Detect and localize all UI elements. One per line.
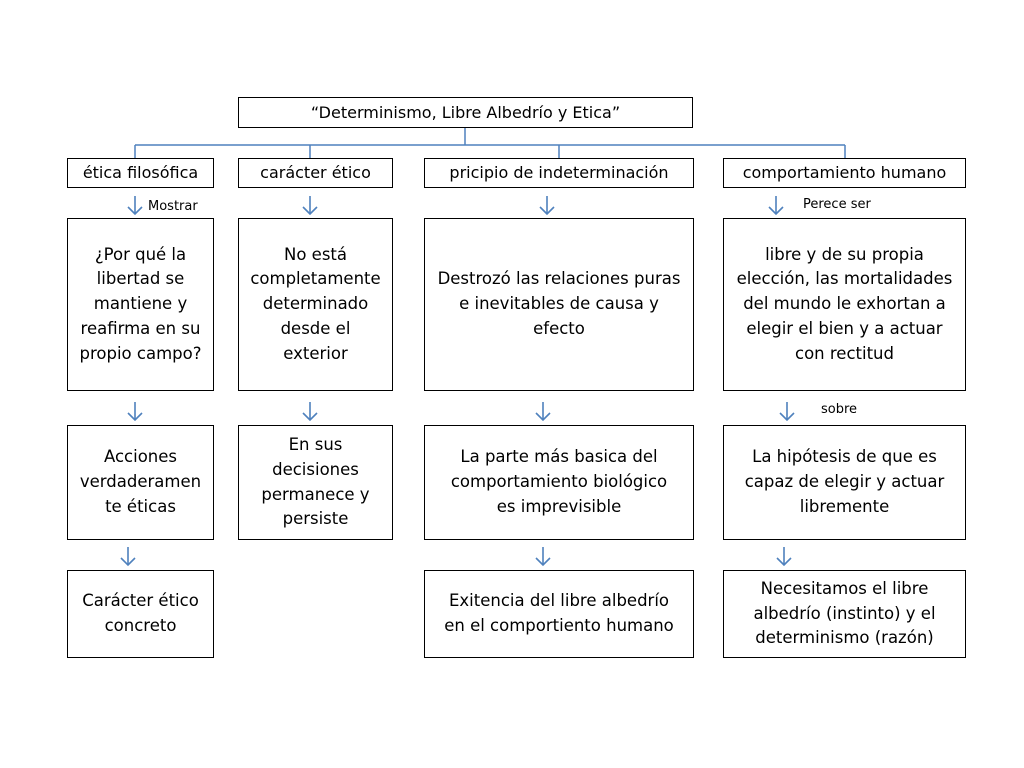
down-arrow-icon bbox=[535, 402, 551, 422]
box-acciones-eticas: Acciones verdaderamen te éticas bbox=[67, 425, 214, 540]
box-text: Acciones verdaderamen te éticas bbox=[79, 447, 202, 516]
down-arrow-icon bbox=[127, 196, 143, 216]
down-arrow-icon bbox=[302, 196, 318, 216]
box-hipotesis-elegir: La hipótesis de que es capaz de elegir y… bbox=[723, 425, 966, 540]
box-libre-eleccion: libre y de su propia elección, las morta… bbox=[723, 218, 966, 391]
header-caracter-etico: carácter ético bbox=[238, 158, 393, 188]
header-principio-indeterminacion: pricipio de indeterminación bbox=[424, 158, 694, 188]
box-text: Exitencia del libre albedrío en el compo… bbox=[444, 591, 674, 635]
box-text: La hipótesis de que es capaz de elegir y… bbox=[744, 447, 945, 516]
box-caracter-concreto: Carácter ético concreto bbox=[67, 570, 214, 658]
arrow-label-perece-ser: Perece ser bbox=[803, 197, 871, 212]
down-arrow-icon bbox=[127, 402, 143, 422]
box-destrozo-relaciones: Destrozó las relaciones puras e inevitab… bbox=[424, 218, 694, 391]
box-text: La parte más basica del comportamiento b… bbox=[450, 447, 668, 516]
box-text: Destrozó las relaciones puras e inevitab… bbox=[437, 269, 681, 338]
header-etica-filosofica: ética filosófica bbox=[67, 158, 214, 188]
box-text: Carácter ético concreto bbox=[82, 591, 199, 635]
arrow-label-mostrar: Mostrar bbox=[148, 199, 198, 214]
down-arrow-icon bbox=[776, 547, 792, 567]
header-text: comportamiento humano bbox=[742, 163, 947, 183]
box-text: En sus decisiones permanece y persiste bbox=[261, 435, 370, 529]
down-arrow-icon bbox=[768, 196, 784, 216]
box-existencia-libre-albedrio: Exitencia del libre albedrío en el compo… bbox=[424, 570, 694, 658]
box-necesitamos-libre-albedrio: Necesitamos el libre albedrío (instinto)… bbox=[723, 570, 966, 658]
down-arrow-icon bbox=[302, 402, 318, 422]
box-no-determinado: No está completamente determinado desde … bbox=[238, 218, 393, 391]
arrow-label-sobre: sobre bbox=[821, 402, 858, 417]
box-text: No está completamente determinado desde … bbox=[250, 244, 381, 363]
down-arrow-icon bbox=[539, 196, 555, 216]
box-libertad-pregunta: ¿Por qué la libertad se mantiene y reafi… bbox=[67, 218, 214, 391]
header-text: carácter ético bbox=[260, 163, 371, 183]
header-comportamiento-humano: comportamiento humano bbox=[723, 158, 966, 188]
down-arrow-icon bbox=[535, 547, 551, 567]
header-text: pricipio de indeterminación bbox=[449, 163, 669, 183]
box-text: ¿Por qué la libertad se mantiene y reafi… bbox=[79, 244, 202, 363]
down-arrow-icon bbox=[120, 547, 136, 567]
down-arrow-icon bbox=[779, 402, 795, 422]
box-decisiones-persiste: En sus decisiones permanece y persiste bbox=[238, 425, 393, 540]
header-text: ética filosófica bbox=[82, 163, 199, 183]
box-text: Necesitamos el libre albedrío (instinto)… bbox=[753, 578, 936, 648]
box-comportamiento-imprevisible: La parte más basica del comportamiento b… bbox=[424, 425, 694, 540]
box-text: libre y de su propia elección, las morta… bbox=[736, 244, 953, 363]
diagram-title: “Determinismo, Libre Albedrío y Etica” bbox=[238, 97, 693, 128]
diagram-title-text: “Determinismo, Libre Albedrío y Etica” bbox=[310, 102, 621, 122]
